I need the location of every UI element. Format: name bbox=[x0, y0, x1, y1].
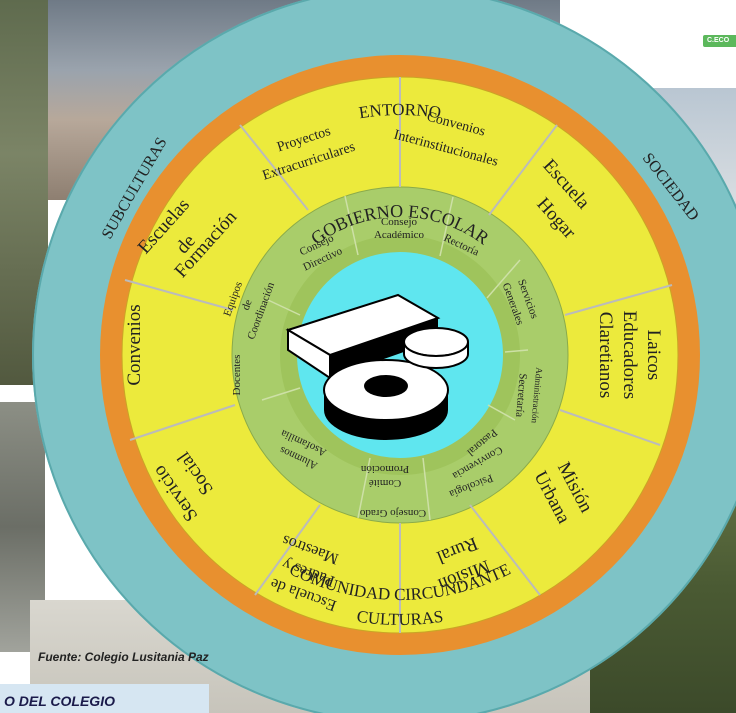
segment-dividers bbox=[124, 77, 673, 633]
label-comite: Comité bbox=[369, 477, 402, 489]
figure-caption: O DEL COLEGIO bbox=[0, 684, 209, 713]
label-laicos: Laicos bbox=[643, 330, 664, 381]
label-consejo-academico-1: Consejo bbox=[381, 216, 418, 228]
inner-dividers bbox=[261, 195, 529, 521]
label-secretaria: Secretaría bbox=[513, 373, 529, 418]
label-administracion: Administración bbox=[530, 367, 545, 424]
label-docentes: Docentes bbox=[231, 355, 243, 396]
label-consejo-academico-2: Académico bbox=[374, 229, 425, 241]
label-de-coord: de bbox=[240, 298, 255, 312]
school-building-icon bbox=[285, 293, 469, 440]
label-convenios: Convenios bbox=[124, 304, 145, 385]
tag-badge: C.ECO bbox=[703, 35, 736, 47]
label-promocion: Promoción bbox=[360, 463, 409, 475]
label-entorno: ENTORNO bbox=[358, 100, 443, 122]
label-educadores: Educadores bbox=[619, 311, 640, 400]
source-caption: Fuente: Colegio Lusitania Paz bbox=[38, 650, 209, 664]
label-consejo-grado: Consejo Grado bbox=[359, 507, 426, 519]
label-claretianos: Claretianos bbox=[595, 312, 616, 399]
